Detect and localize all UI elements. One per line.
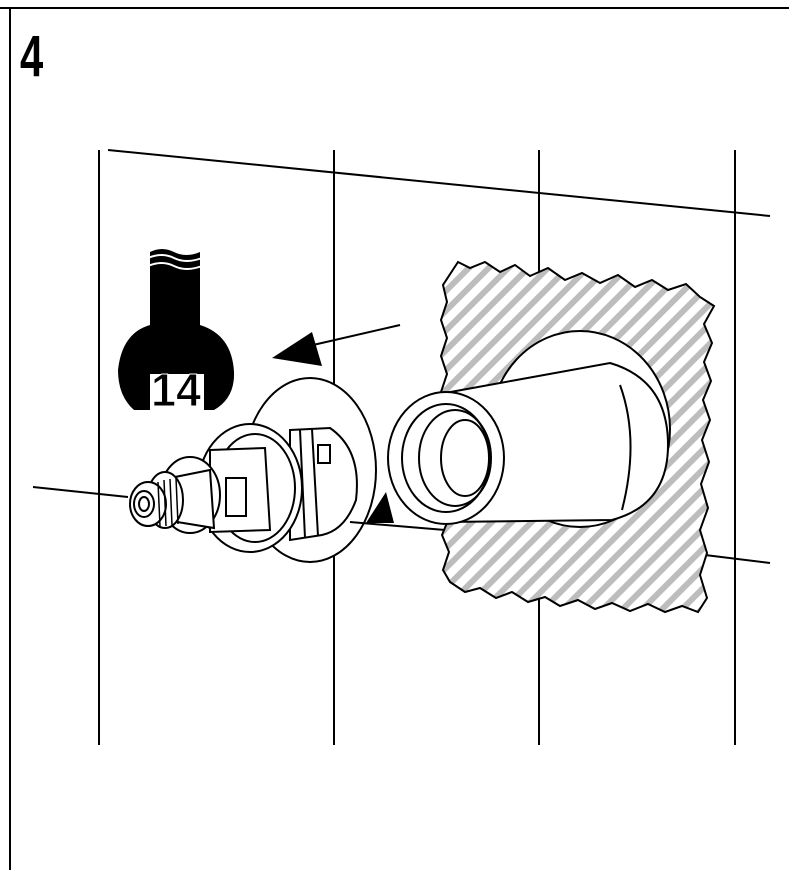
open-end-wrench-icon: 14	[118, 249, 235, 417]
wrench-size-label: 14	[151, 364, 201, 416]
valve-cartridge	[129, 423, 358, 553]
insertion-guide-line	[349, 521, 446, 531]
step-number: 4	[20, 24, 44, 89]
cartridge-axis-line	[32, 486, 129, 498]
valve-body-sleeve	[387, 361, 670, 525]
insertion-arrow	[272, 324, 401, 366]
rotation-arrow	[366, 492, 394, 523]
